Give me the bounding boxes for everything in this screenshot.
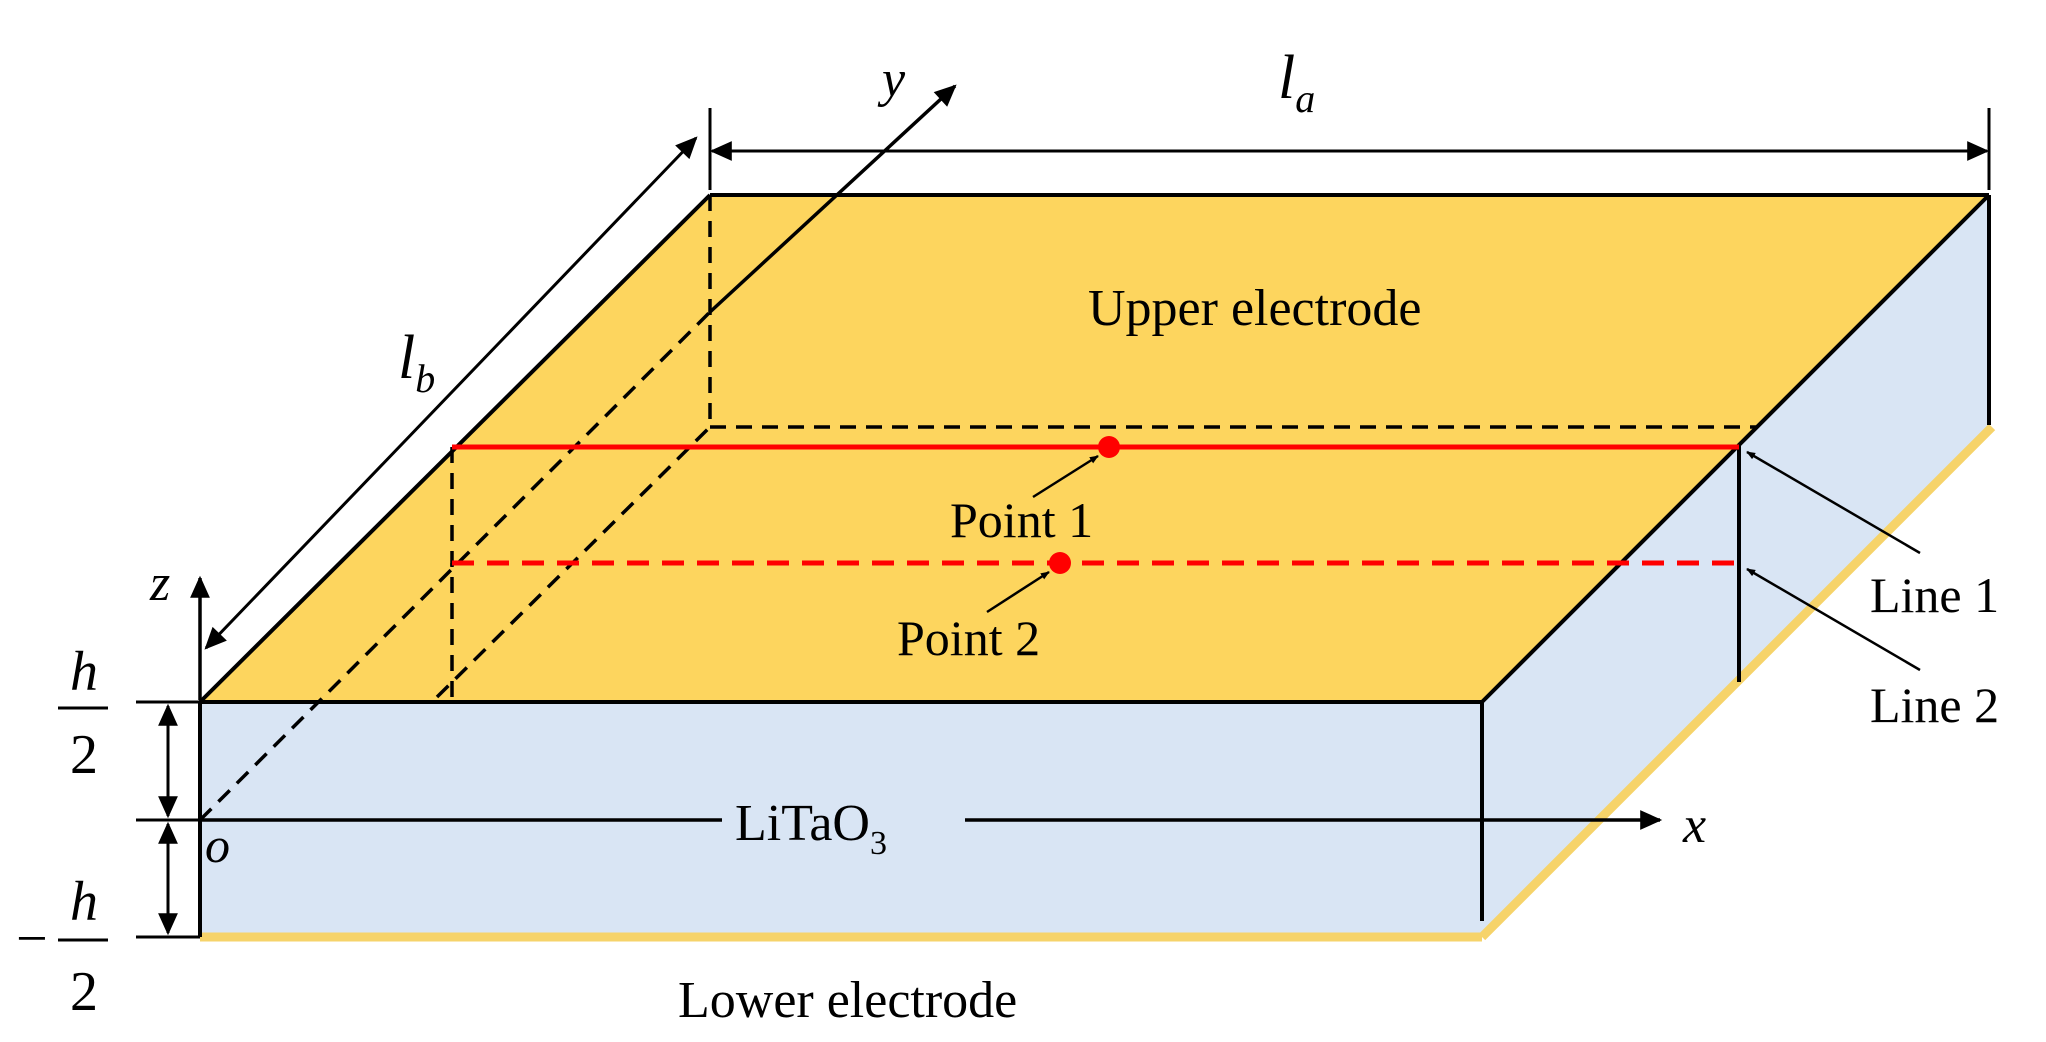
h-lower-denominator: 2 — [70, 961, 98, 1023]
h-lower-minus: − — [16, 908, 48, 970]
lower-electrode-label: Lower electrode — [678, 972, 1017, 1029]
point1-marker — [1098, 436, 1120, 458]
plate-right-face — [1482, 195, 1989, 935]
h-lower-numerator: h — [70, 871, 98, 933]
plate-front-face — [200, 702, 1482, 935]
point1-leader — [1032, 454, 1099, 499]
lb-dimension-arrow — [204, 136, 698, 650]
point2-leader — [986, 570, 1050, 614]
material-label: LiTaO3 — [735, 795, 887, 862]
point2-marker — [1049, 552, 1071, 574]
y-axis-label: y — [877, 51, 906, 108]
h-half-upper-fraction: h 2 — [58, 641, 108, 786]
point1-label: Point 1 — [950, 492, 1093, 548]
line2-label: Line 2 — [1870, 677, 1999, 733]
x-axis-label: x — [1682, 797, 1706, 854]
z-axis-label: z — [149, 555, 170, 612]
line1-leader — [1746, 450, 1921, 555]
line2-leader — [1746, 567, 1921, 672]
upper-electrode-label: Upper electrode — [1088, 280, 1421, 337]
point2-label: Point 2 — [897, 610, 1040, 666]
y-axis — [708, 84, 957, 314]
origin-label: o — [205, 817, 230, 873]
h-upper-numerator: h — [70, 641, 98, 703]
la-label: la — [1278, 44, 1315, 121]
h-upper-denominator: 2 — [70, 724, 98, 786]
lb-label: lb — [398, 324, 435, 401]
h-half-lower-fraction: − h 2 — [16, 871, 108, 1023]
line1-label: Line 1 — [1870, 567, 1999, 623]
plate-edges — [198, 193, 1991, 937]
